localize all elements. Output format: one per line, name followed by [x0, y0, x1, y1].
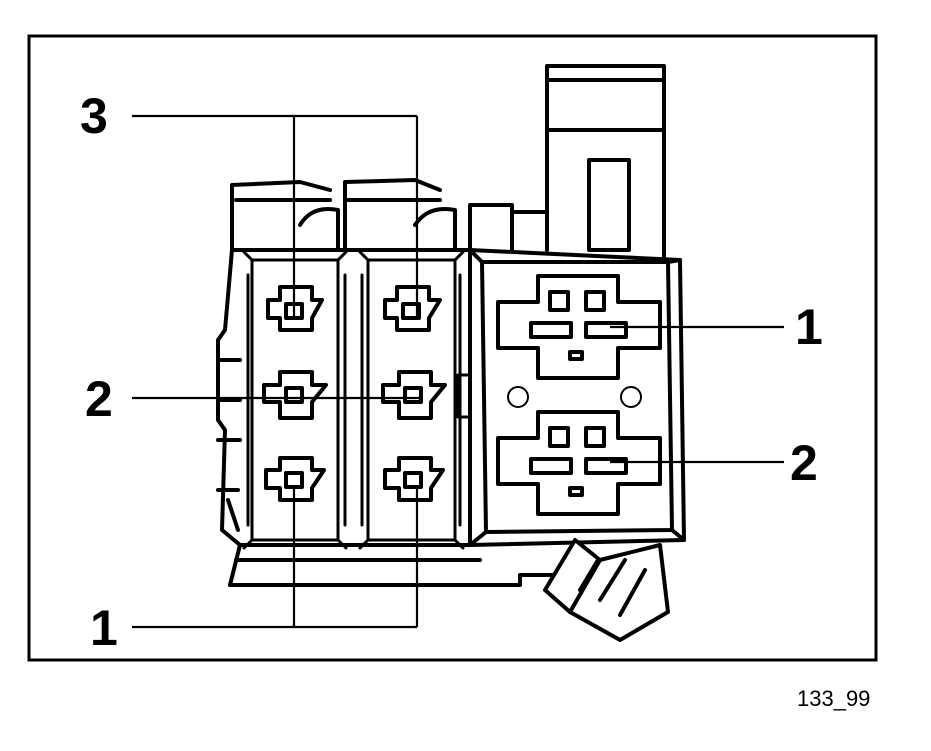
diagram-frame [27, 34, 878, 662]
left-housing-top [230, 178, 457, 252]
terminal-contact [381, 370, 447, 420]
leader-line-1-left [132, 485, 419, 629]
callout-1-right: 1 [795, 299, 823, 355]
top-relay-tab [468, 64, 666, 259]
callout-1-left: 1 [90, 600, 118, 656]
terminal-contact [262, 370, 328, 420]
relay-socket-lower [496, 410, 662, 516]
figure-id: 133_99 [797, 686, 870, 711]
cavity-column-right [358, 250, 465, 550]
terminal-contact [383, 285, 442, 332]
callout-3: 3 [80, 88, 108, 144]
mounting-hole [620, 386, 642, 408]
leader-line-3 [132, 114, 419, 318]
callout-2-left: 2 [85, 371, 113, 427]
relay-socket-upper [496, 274, 662, 380]
terminal-contact [383, 456, 445, 502]
relay-socket-housing [468, 248, 686, 547]
bottom-latch [543, 538, 670, 642]
mounting-hole [507, 386, 529, 408]
cavity-column-left [242, 250, 348, 550]
callout-2-right: 2 [790, 435, 818, 491]
